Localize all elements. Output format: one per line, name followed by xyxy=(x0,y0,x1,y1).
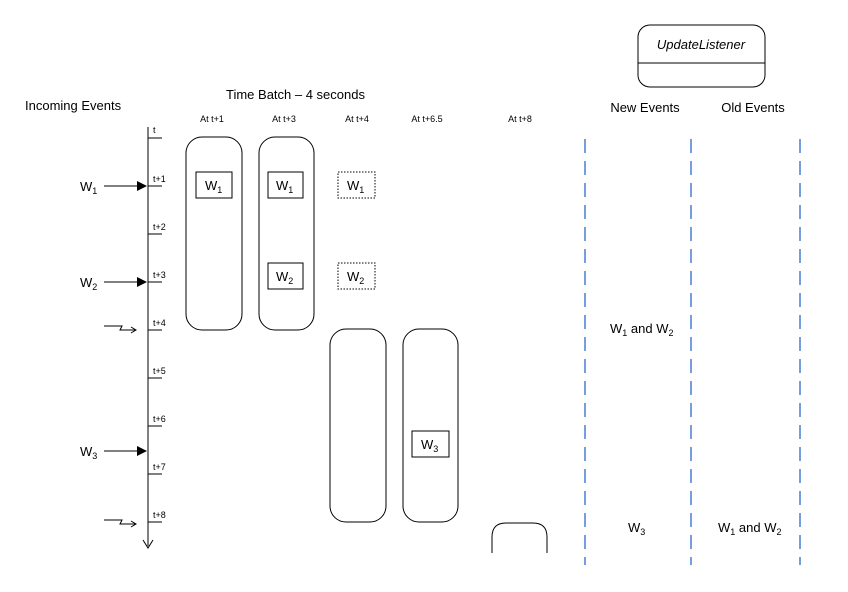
batch-event-w3: W3 xyxy=(411,430,450,458)
svg-text:W2: W2 xyxy=(276,269,293,286)
svg-text:W1: W1 xyxy=(347,178,364,195)
incoming-events-header: Incoming Events xyxy=(25,98,122,113)
incoming-event-label: W3 xyxy=(80,444,97,461)
update-listener-label: UpdateListener xyxy=(657,37,746,52)
tick-label: t+7 xyxy=(153,462,166,472)
batch-column-header: At t+6.5 xyxy=(411,114,442,124)
svg-text:W1: W1 xyxy=(276,178,293,195)
old-events-t8: W1 and W2 xyxy=(718,520,782,537)
tick-label: t+4 xyxy=(153,318,166,328)
expired-event-w1: W1 xyxy=(337,171,376,199)
incoming-arrow-w2: W2 xyxy=(80,275,147,292)
batch-buffer-t6-5 xyxy=(402,328,459,523)
timeline-axis xyxy=(142,127,162,549)
batch-column-header: At t+4 xyxy=(345,114,369,124)
time-batch-header: Time Batch – 4 seconds xyxy=(226,87,365,102)
new-events-header: New Events xyxy=(610,100,680,115)
batch-event-w1: W1 xyxy=(195,171,233,199)
tick-label: t+6 xyxy=(153,414,166,424)
svg-text:W2: W2 xyxy=(347,269,364,286)
batch-buffer-t1 xyxy=(185,136,243,331)
old-events-header: Old Events xyxy=(721,100,785,115)
tick-label: t+2 xyxy=(153,222,166,232)
incoming-event-label: W1 xyxy=(80,179,97,196)
batch-buffer-t3 xyxy=(258,136,315,331)
batch-event-w2: W2 xyxy=(267,262,304,290)
batch-event-w1: W1 xyxy=(267,171,304,199)
new-events-t8: W3 xyxy=(628,520,645,537)
incoming-arrow-w3: W3 xyxy=(80,444,147,461)
batch-buffer-t8 xyxy=(491,522,548,553)
incoming-arrow-w1: W1 xyxy=(80,179,147,196)
svg-text:W3: W3 xyxy=(421,437,438,454)
tick-label: t+5 xyxy=(153,366,166,376)
batch-column-header: At t+8 xyxy=(508,114,532,124)
timer-trigger-icon xyxy=(104,325,137,334)
incoming-event-label: W2 xyxy=(80,275,97,292)
timer-trigger-icon xyxy=(104,519,137,528)
tick-label: t+8 xyxy=(153,510,166,520)
batch-column-header: At t+3 xyxy=(272,114,296,124)
tick-label: t+3 xyxy=(153,270,166,280)
svg-text:W1: W1 xyxy=(205,178,222,195)
tick-label: t xyxy=(153,125,156,135)
new-events-t4: W1 and W2 xyxy=(610,321,674,338)
batch-buffer-t4 xyxy=(329,328,387,523)
batch-column-header: At t+1 xyxy=(200,114,224,124)
update-listener-box: UpdateListener xyxy=(637,24,766,88)
tick-label: t+1 xyxy=(153,174,166,184)
expired-event-w2: W2 xyxy=(337,262,376,290)
